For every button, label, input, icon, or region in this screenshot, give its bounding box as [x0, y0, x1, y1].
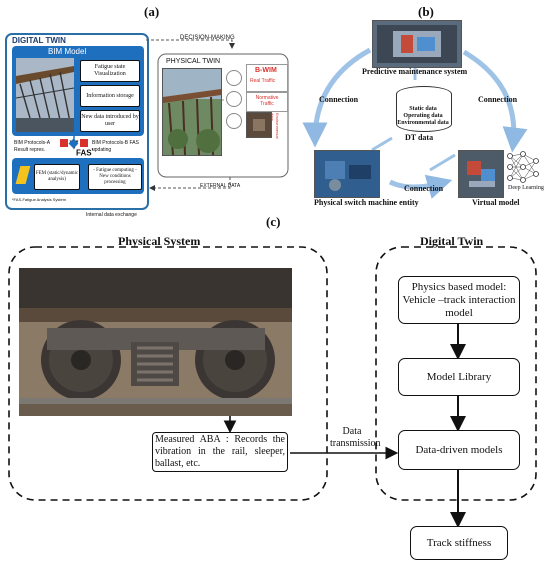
real-traffic-label: Real Traffic: [250, 78, 276, 84]
bim-item-fatigue: Fatigue state Visualization: [80, 60, 140, 82]
physical-twin-title: PHYSICAL TWIN: [166, 58, 221, 65]
fas-footnote: *FAS-Fatigue Analysis System: [12, 197, 67, 202]
normative-card: Normative Traffic: [246, 92, 288, 112]
digital-twin-c-title: Digital Twin: [420, 234, 484, 248]
bim-model-panel: BIM Model Fatigue state Visualization In…: [12, 46, 144, 136]
bim-model-title: BIM Model: [48, 47, 87, 56]
internal-data-exchange: Internal data exchange: [86, 212, 137, 218]
protocol-a-label: BIM Protocols-A Result repres.: [14, 140, 50, 153]
virtual-model-label: Virtual model: [472, 198, 520, 207]
panel-label-a: (a): [144, 4, 160, 19]
data-driven-box: Data-driven models: [398, 430, 520, 470]
bim-item-storage: Information storage: [80, 85, 140, 107]
measured-aba-box: Measured ABA : Records the vibration in …: [152, 432, 288, 472]
pt-node-2: [226, 91, 242, 107]
fem-logo-icon: [15, 166, 31, 184]
decision-making-label: DECISION-MAKING: [180, 35, 235, 41]
panel-label-b: (b): [418, 4, 434, 19]
pt-node-1: [226, 70, 242, 86]
dt-data-label: DT data: [405, 133, 434, 142]
deep-learning-label: Deep Learning: [508, 185, 544, 191]
protocol-b-icon: [80, 139, 88, 147]
dt-data-text: Static data Operating data Environmental…: [395, 106, 451, 127]
digital-twin-title: DIGITAL TWIN: [12, 36, 66, 45]
physical-entity-label: Physical switch machine entity: [314, 198, 419, 207]
protocol-b: BIM Protocols-B FAS updating: [92, 140, 144, 154]
panel-label-c: (c): [266, 214, 281, 229]
bridge-image: [16, 58, 74, 132]
protocol-a: BIM Protocols-A Result repres.: [14, 140, 58, 154]
fas-title: FAS*: [76, 148, 94, 158]
connection-left-label: Connection: [319, 95, 359, 104]
bwim-label: B-WIM: [255, 67, 277, 74]
fem-box: FEM (static/dynamic analysis): [34, 164, 80, 190]
sensor-photo: [246, 112, 272, 138]
digital-twin-region: [375, 246, 537, 501]
connection-right-label: Connection: [478, 95, 518, 104]
connection-bottom-label: Connection: [404, 184, 444, 193]
model-library-box: Model Library: [398, 358, 520, 396]
physical-system-title: Physical System: [118, 234, 201, 248]
predictive-screen-image: [372, 20, 462, 68]
pt-node-3: [226, 113, 242, 129]
external-data-label: EXTERNAL DATA: [200, 183, 241, 189]
environmental-data-b-label: Environmental data: [397, 120, 449, 126]
fas-panel: FAS* FEM (static/dynamic analysis) - Fat…: [12, 148, 144, 194]
environmental-data-label: Environmental data: [270, 113, 280, 139]
track-stiffness-box: Track stiffness: [410, 526, 508, 560]
bwim-card: B-WIM Real Traffic: [246, 64, 288, 92]
static-data-label: Static data: [409, 106, 437, 112]
virtual-model-image: [458, 150, 504, 198]
normative-traffic-label: Normative Traffic: [255, 95, 279, 107]
physical-system-region: [8, 246, 328, 501]
physical-switch-image: [314, 150, 380, 198]
operating-data-label: Operating data: [403, 113, 443, 119]
protocol-a-icon: [60, 139, 68, 147]
bogie-photo: [19, 268, 292, 416]
physics-model-box: Physics based model: Vehicle –track inte…: [398, 276, 520, 324]
protocol-b-label: BIM Protocols-B FAS updating: [92, 140, 139, 153]
predictive-label: Predictive maintenance system: [362, 67, 468, 76]
neural-network-icon: [507, 151, 539, 183]
physical-bridge-photo: [162, 68, 222, 156]
bim-item-newdata: New data introduced by user: [80, 110, 140, 132]
data-transmission-label: Data transmission: [330, 426, 381, 449]
fatigue-box: - Fatigue computing - New conditions pro…: [88, 164, 142, 190]
dt-data-cylinder: [396, 86, 452, 132]
